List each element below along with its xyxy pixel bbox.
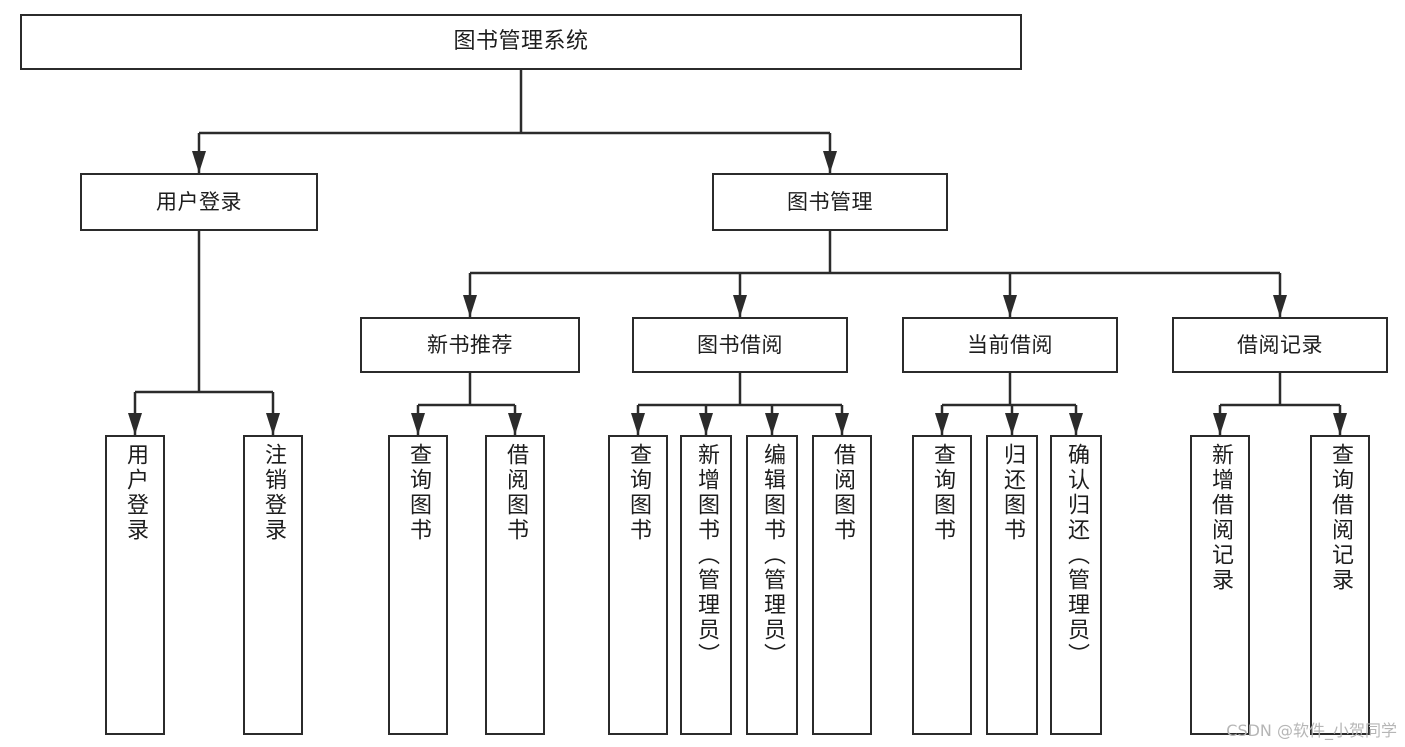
leaf-add-record-label: 新增借阅记录 [1208, 443, 1233, 593]
leaf-add-book-label: 新增图书（管理员） [694, 443, 719, 668]
leaf-logout-label: 注销登录 [261, 443, 286, 543]
node-user-login[interactable]: 用户登录 [80, 173, 318, 231]
leaf-confirm-return-label: 确认归还（管理员） [1064, 443, 1089, 668]
leaf-borrow-book-1[interactable]: 借阅图书 [485, 435, 545, 735]
leaf-return-book[interactable]: 归还图书 [986, 435, 1038, 735]
leaf-logout[interactable]: 注销登录 [243, 435, 303, 735]
leaf-query-book-1[interactable]: 查询图书 [388, 435, 448, 735]
node-new-book-recommendation-label: 新书推荐 [427, 332, 513, 357]
node-user-login-label: 用户登录 [156, 189, 242, 214]
node-new-book-recommendation[interactable]: 新书推荐 [360, 317, 580, 373]
leaf-query-book-2[interactable]: 查询图书 [608, 435, 668, 735]
leaf-return-book-label: 归还图书 [1000, 443, 1025, 543]
leaf-query-record-label: 查询借阅记录 [1328, 443, 1353, 593]
leaf-add-book[interactable]: 新增图书（管理员） [680, 435, 732, 735]
leaf-query-book-2-label: 查询图书 [626, 443, 651, 543]
leaf-borrow-book-1-label: 借阅图书 [503, 443, 528, 543]
node-current-borrow[interactable]: 当前借阅 [902, 317, 1118, 373]
node-borrow-record[interactable]: 借阅记录 [1172, 317, 1388, 373]
leaf-query-record[interactable]: 查询借阅记录 [1310, 435, 1370, 735]
node-book-borrow[interactable]: 图书借阅 [632, 317, 848, 373]
leaf-edit-book[interactable]: 编辑图书（管理员） [746, 435, 798, 735]
node-book-manage-label: 图书管理 [787, 189, 873, 214]
leaf-confirm-return[interactable]: 确认归还（管理员） [1050, 435, 1102, 735]
node-root[interactable]: 图书管理系统 [20, 14, 1022, 70]
leaf-borrow-book-2[interactable]: 借阅图书 [812, 435, 872, 735]
leaf-add-record[interactable]: 新增借阅记录 [1190, 435, 1250, 735]
node-borrow-record-label: 借阅记录 [1237, 332, 1323, 357]
leaf-user-login[interactable]: 用户登录 [105, 435, 165, 735]
node-current-borrow-label: 当前借阅 [967, 332, 1053, 357]
node-book-borrow-label: 图书借阅 [697, 332, 783, 357]
leaf-query-book-3-label: 查询图书 [930, 443, 955, 543]
leaf-user-login-label: 用户登录 [123, 443, 148, 543]
leaf-borrow-book-2-label: 借阅图书 [830, 443, 855, 543]
leaf-edit-book-label: 编辑图书（管理员） [760, 443, 785, 668]
leaf-query-book-3[interactable]: 查询图书 [912, 435, 972, 735]
node-book-manage[interactable]: 图书管理 [712, 173, 948, 231]
node-root-label: 图书管理系统 [453, 29, 589, 55]
leaf-query-book-1-label: 查询图书 [406, 443, 431, 543]
watermark: CSDN @软件_小贺同学 [1226, 721, 1397, 740]
